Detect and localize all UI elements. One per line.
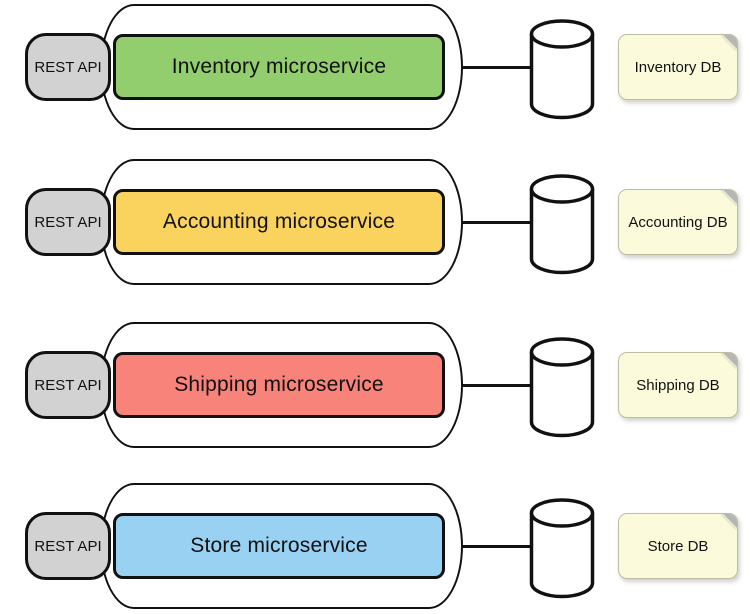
note-fold-corner [721, 35, 737, 51]
rest-api-label: REST API [34, 376, 102, 394]
service-row-inventory: REST API Inventory microservice Inventor… [0, 4, 750, 130]
db-note-inventory: Inventory DB [618, 34, 738, 100]
database-cylinder-icon [529, 498, 595, 599]
rest-api-label: REST API [34, 213, 102, 231]
db-note-label: Accounting DB [628, 213, 728, 231]
db-note-label: Inventory DB [634, 58, 722, 76]
service-box-store: Store microservice [113, 513, 445, 579]
service-name: Shipping microservice [174, 373, 384, 396]
db-note-store: Store DB [618, 513, 738, 579]
service-row-accounting: REST API Accounting microservice Account… [0, 159, 750, 285]
rest-api-badge: REST API [25, 351, 111, 419]
service-box-shipping: Shipping microservice [113, 352, 445, 418]
service-name: Inventory microservice [171, 55, 387, 78]
service-db-connector-line [461, 544, 530, 548]
database-cylinder-icon [529, 337, 595, 438]
service-box-inventory: Inventory microservice [113, 34, 445, 100]
note-fold-corner [721, 514, 737, 530]
service-db-connector-line [461, 383, 530, 387]
note-fold-corner [721, 353, 737, 369]
service-box-accounting: Accounting microservice [113, 189, 445, 255]
database-cylinder-icon [529, 174, 595, 275]
service-db-connector-line [461, 220, 530, 224]
service-row-shipping: REST API Shipping microservice Shipping … [0, 322, 750, 448]
rest-api-badge: REST API [25, 188, 111, 256]
rest-api-label: REST API [34, 537, 102, 555]
service-name: Accounting microservice [162, 210, 396, 233]
db-note-shipping: Shipping DB [618, 352, 738, 418]
rest-api-badge: REST API [25, 33, 111, 101]
rest-api-badge: REST API [25, 512, 111, 580]
service-db-connector-line [461, 65, 530, 69]
db-note-accounting: Accounting DB [618, 189, 738, 255]
db-note-label: Store DB [647, 537, 709, 555]
service-row-store: REST API Store microservice Store DB [0, 483, 750, 609]
database-cylinder-icon [529, 19, 595, 120]
db-note-label: Shipping DB [636, 376, 720, 394]
note-fold-corner [721, 190, 737, 206]
service-name: Store microservice [190, 534, 368, 557]
rest-api-label: REST API [34, 58, 102, 76]
